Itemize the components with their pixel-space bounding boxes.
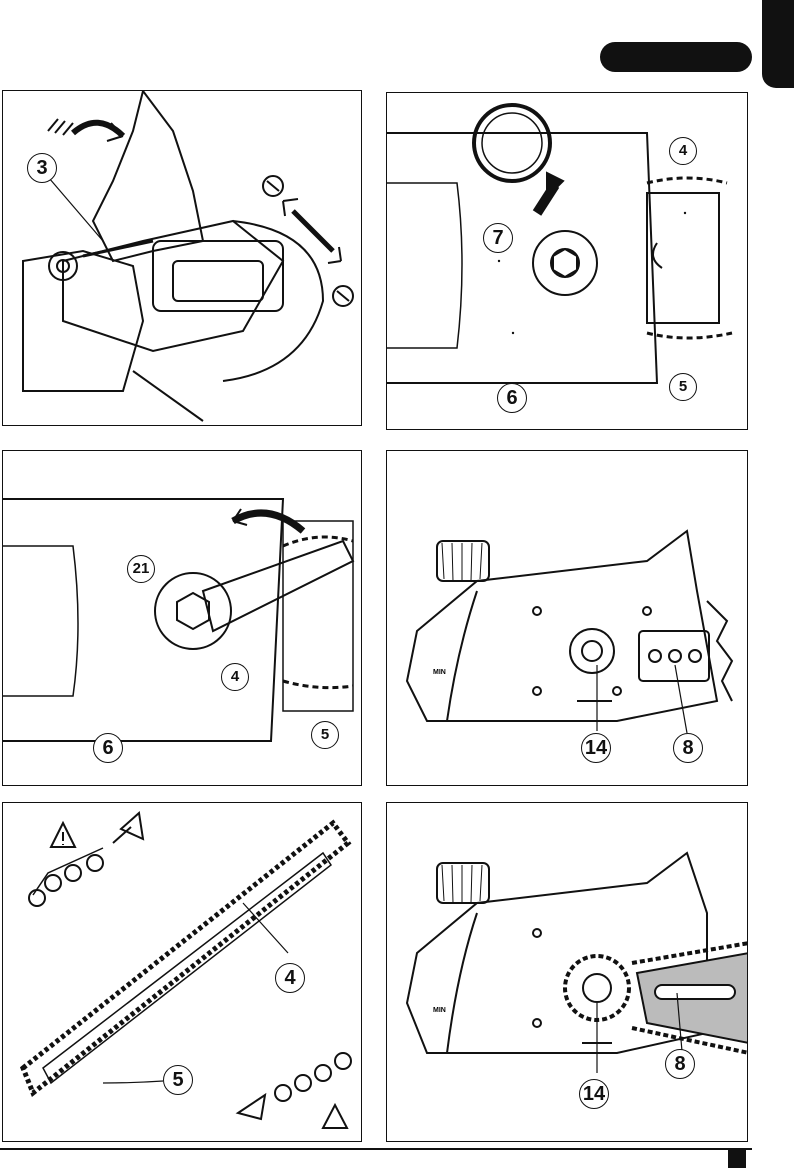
callout-6: 6 bbox=[93, 733, 123, 763]
figure-e: 4 5 bbox=[2, 802, 362, 1142]
figure-b: 7 4 6 5 bbox=[386, 92, 748, 430]
callout-6: 6 bbox=[497, 383, 527, 413]
min-plate-label: MIN bbox=[433, 669, 446, 676]
callout-5: 5 bbox=[163, 1065, 193, 1095]
callout-7: 7 bbox=[483, 223, 513, 253]
page-number-box bbox=[728, 1150, 746, 1168]
callout-4: 4 bbox=[221, 663, 249, 691]
callout-14: 14 bbox=[581, 733, 611, 763]
side-tab bbox=[762, 0, 794, 88]
figure-a: 3 bbox=[2, 90, 362, 426]
figure-c-illustration bbox=[3, 451, 362, 786]
language-tab bbox=[600, 42, 752, 72]
callout-5: 5 bbox=[669, 373, 697, 401]
figure-a-illustration bbox=[3, 91, 362, 426]
figure-f: MIN 14 8 bbox=[386, 802, 748, 1142]
callout-4: 4 bbox=[275, 963, 305, 993]
callout-3: 3 bbox=[27, 153, 57, 183]
callout-8: 8 bbox=[673, 733, 703, 763]
figure-f-illustration bbox=[387, 803, 748, 1142]
callout-5: 5 bbox=[311, 721, 339, 749]
bottom-rule bbox=[0, 1148, 752, 1150]
figure-d: MIN 14 8 bbox=[386, 450, 748, 786]
warning-icon-2 bbox=[323, 1105, 347, 1128]
callout-14: 14 bbox=[579, 1079, 609, 1109]
callout-4: 4 bbox=[669, 137, 697, 165]
figure-c: 21 4 6 5 bbox=[2, 450, 362, 786]
callout-21: 21 bbox=[127, 555, 155, 583]
callout-8: 8 bbox=[665, 1049, 695, 1079]
min-plate-label: MIN bbox=[433, 1007, 446, 1014]
